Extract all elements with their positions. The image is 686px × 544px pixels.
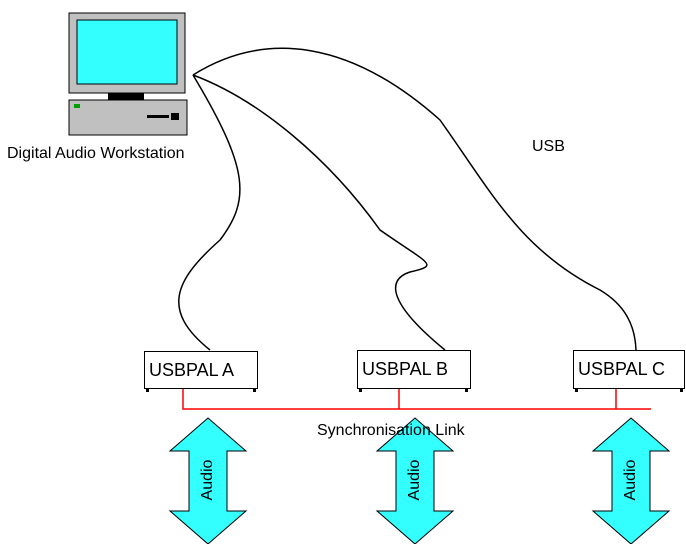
usb-cables xyxy=(178,47,637,351)
usb-cable-b xyxy=(192,74,446,351)
usb-label: USB xyxy=(532,138,565,155)
workstation-label: Digital Audio Workstation xyxy=(7,145,185,162)
computer-icon xyxy=(68,12,188,136)
audio-arrows xyxy=(168,417,671,544)
audio-label-a: Audio xyxy=(199,459,216,501)
audio-label-b: Audio xyxy=(406,459,423,501)
device-usbpal-b: USBPAL B xyxy=(357,350,471,389)
monitor-screen xyxy=(76,19,178,85)
audio-label-c: Audio xyxy=(622,459,639,501)
drive-slot xyxy=(147,115,169,118)
device-feet xyxy=(146,389,683,392)
usb-cable-c xyxy=(192,47,637,351)
usb-cable-a xyxy=(178,74,241,351)
drive-button xyxy=(171,113,179,120)
device-usbpal-a: USBPAL A xyxy=(144,351,258,389)
power-led xyxy=(74,104,80,108)
audio-arrow-c xyxy=(591,417,671,544)
monitor-neck xyxy=(108,93,144,100)
audio-arrow-a xyxy=(168,417,248,544)
device-usbpal-c: USBPAL C xyxy=(573,350,685,389)
audio-arrow-b xyxy=(375,417,455,544)
sync-link-label: Synchronisation Link xyxy=(317,422,465,439)
pc-case xyxy=(68,99,188,136)
